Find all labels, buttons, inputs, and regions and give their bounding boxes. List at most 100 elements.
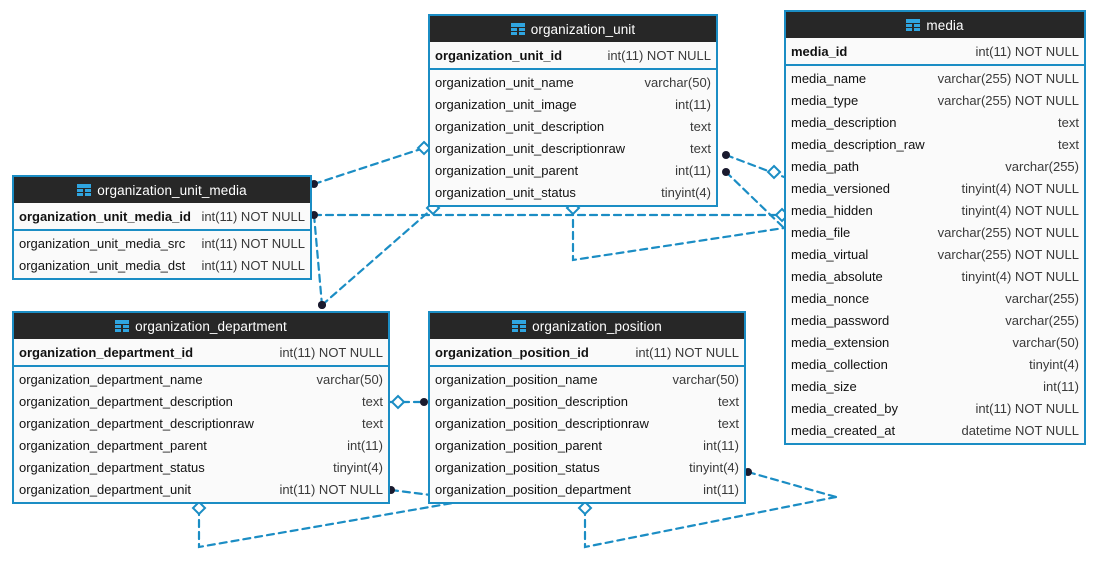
relationship-line-position-status-to-right (746, 470, 838, 499)
field-type: tinyint(4) (661, 184, 711, 200)
field-name: organization_department_id (19, 344, 194, 360)
field-name: media_size (791, 378, 857, 394)
entity-title: organization_department (135, 318, 287, 334)
field-type: int(11) NOT NULL (279, 344, 383, 360)
field-row[interactable]: organization_department_unit int(11) NOT … (14, 478, 388, 500)
primary-key-row[interactable]: organization_department_id int(11) NOT NU… (14, 339, 388, 367)
entity-header-media[interactable]: media (786, 12, 1084, 38)
field-name: organization_unit_media_dst (19, 257, 186, 273)
field-type: text (718, 415, 739, 431)
field-name: organization_unit_descriptionraw (435, 140, 626, 156)
field-row[interactable]: media_password varchar(255) (786, 309, 1084, 331)
entity-header-organization_department[interactable]: organization_department (14, 313, 388, 339)
relationship-endpoint-diamond (766, 164, 782, 180)
field-row[interactable]: organization_department_parent int(11) (14, 434, 388, 456)
entity-title: organization_position (532, 318, 662, 334)
relationship-line-department-to-unit-bottom (320, 206, 435, 307)
field-name: media_description_raw (791, 136, 925, 152)
relationship-endpoint-diamond (390, 394, 406, 410)
field-type: datetime NOT NULL (961, 422, 1079, 438)
field-type: int(11) NOT NULL (635, 344, 739, 360)
field-type: text (690, 118, 711, 134)
field-name: organization_department_parent (19, 437, 207, 453)
field-type: int(11) (1043, 378, 1079, 394)
field-type: int(11) NOT NULL (975, 43, 1079, 59)
entity-title: organization_unit_media (97, 182, 247, 198)
field-name: organization_position_name (435, 371, 598, 387)
entity-title: organization_unit (530, 21, 636, 37)
entity-table-organization_unit_media[interactable]: organization_unit_media organization_unit… (12, 175, 312, 280)
field-type: int(11) (703, 481, 739, 497)
field-name: organization_unit_description (435, 118, 605, 134)
relationship-line-department-bottom-loop (197, 498, 472, 549)
field-name: media_description (791, 114, 897, 130)
entity-title: media (926, 17, 964, 33)
entity-table-organization_department[interactable]: organization_department organization_depa… (12, 311, 390, 504)
field-name: media_collection (791, 356, 888, 372)
field-name: media_extension (791, 334, 890, 350)
field-type: int(11) NOT NULL (279, 481, 383, 497)
field-name: media_type (791, 92, 859, 108)
primary-key-row[interactable]: media_id int(11) NOT NULL (786, 38, 1084, 66)
field-type: varchar(50) (1012, 334, 1079, 350)
field-name: media_password (791, 312, 890, 328)
field-type: text (362, 415, 383, 431)
field-row[interactable]: media_extension varchar(50) (786, 331, 1084, 353)
field-name: media_id (791, 43, 848, 59)
field-type: varchar(255) NOT NULL (937, 70, 1079, 86)
field-name: organization_unit_media_src (19, 235, 186, 251)
field-name: organization_position_descriptionraw (435, 415, 649, 431)
field-row[interactable]: organization_unit_description text (430, 115, 716, 137)
table-icon (512, 320, 527, 332)
field-row[interactable]: organization_position_descriptionraw text (430, 412, 744, 434)
entity-table-organization_position[interactable]: organization_position organization_positi… (428, 311, 746, 504)
entity-header-organization_unit_media[interactable]: organization_unit_media (14, 177, 310, 203)
field-type: varchar(255) (1005, 312, 1079, 328)
entity-header-organization_position[interactable]: organization_position (430, 313, 744, 339)
field-name: media_virtual (791, 246, 869, 262)
entity-header-organization_unit[interactable]: organization_unit (430, 16, 716, 42)
field-row[interactable]: media_size int(11) (786, 375, 1084, 397)
field-type: int(11) (347, 437, 383, 453)
field-name: organization_department_unit (19, 481, 192, 497)
field-name: organization_position_parent (435, 437, 602, 453)
relationship-line-unit-image-to-media (724, 153, 786, 179)
